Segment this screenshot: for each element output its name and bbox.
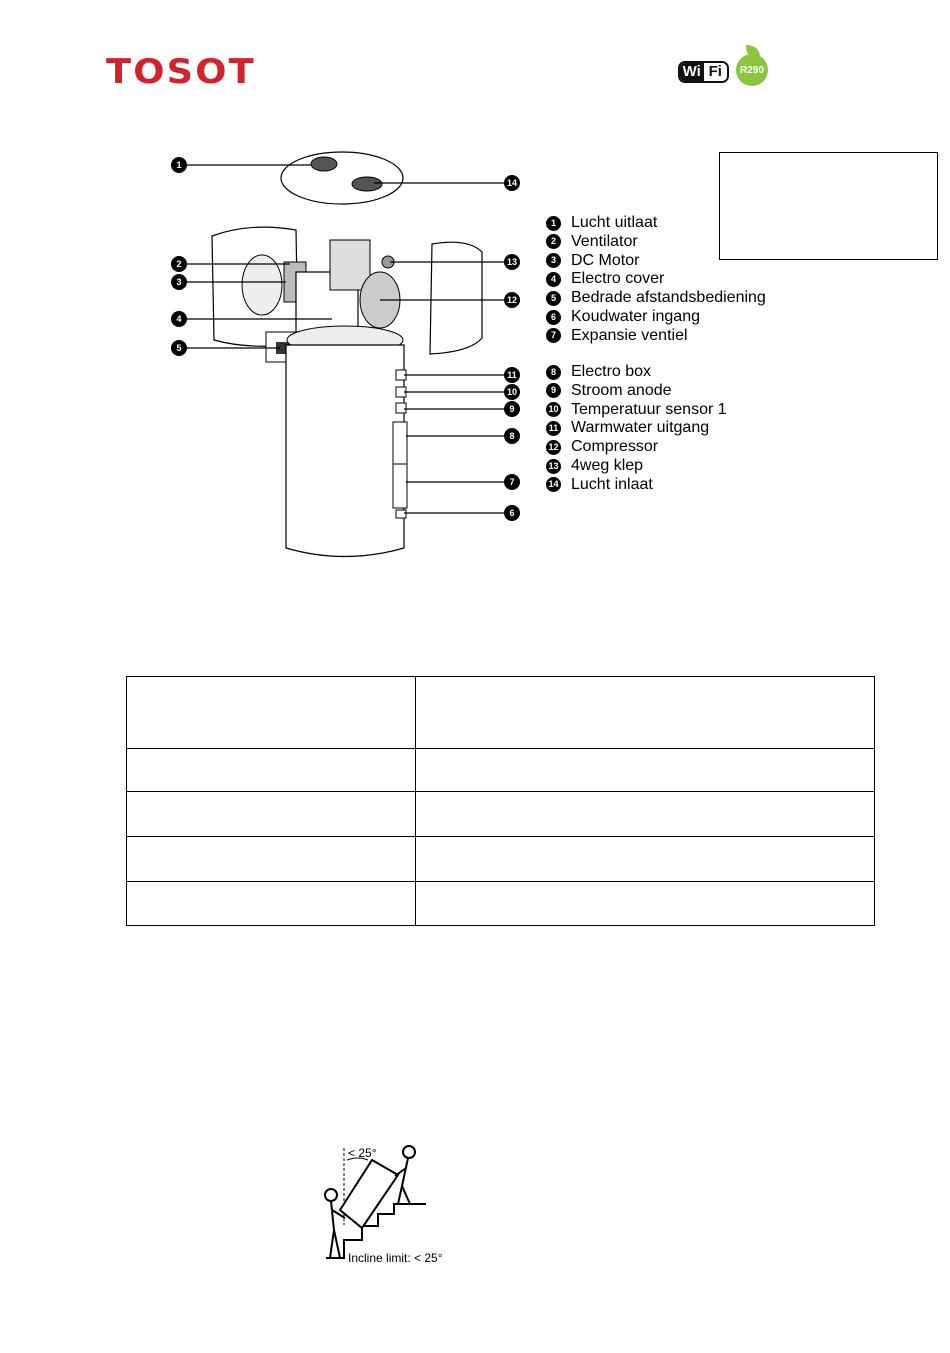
- control-box: [329, 239, 371, 291]
- callout-bubble: 7: [504, 474, 520, 490]
- person-bottom-head: [324, 1188, 338, 1202]
- person-top-head: [402, 1145, 416, 1159]
- callout-bubble: 9: [504, 401, 520, 417]
- table-cell: [415, 881, 875, 926]
- legend-label: DC Motor: [571, 251, 640, 269]
- callout-bubble: 14: [504, 175, 520, 191]
- fan: [241, 254, 283, 316]
- table-row: [126, 676, 875, 749]
- legend-number: 4: [546, 271, 561, 287]
- air-inlet-grille: [351, 176, 383, 192]
- wifi-badge-left: Wi: [680, 63, 704, 81]
- legend-item: 11 Warmwater uitgang: [546, 419, 709, 438]
- callout-bubble: 5: [171, 340, 187, 356]
- stairs: [326, 1203, 426, 1259]
- legend-number: 9: [546, 383, 561, 399]
- legend-label: Electro cover: [571, 270, 665, 288]
- panel-electro-box: [392, 421, 408, 465]
- legend-number: 12: [546, 439, 561, 455]
- legend-item: 7 Expansie ventiel: [546, 327, 688, 346]
- callout-bubble: 11: [504, 367, 520, 383]
- legend-item: 6 Koudwater ingang: [546, 308, 700, 327]
- legend-item: 3 DC Motor: [546, 252, 639, 271]
- spec-table: [126, 676, 875, 926]
- legend-label: Lucht uitlaat: [571, 214, 658, 231]
- top-lid: [280, 151, 404, 205]
- legend-label: Ventilator: [571, 232, 638, 250]
- legend-number: 14: [546, 477, 561, 493]
- blank-frame: [719, 152, 938, 260]
- callout-bubble: 8: [504, 428, 520, 444]
- legend-item: 4 Electro cover: [546, 270, 664, 289]
- legend-item: 12 Compressor: [546, 438, 658, 457]
- legend-number: 11: [546, 420, 561, 436]
- table-cell: [415, 748, 875, 792]
- wifi-badge-right: Fi: [703, 63, 727, 81]
- legend-label: Warmwater uitgang: [571, 419, 710, 437]
- legend-label: Expansie ventiel: [571, 326, 688, 344]
- air-outlet-grille: [310, 156, 338, 172]
- callout-bubble: 2: [171, 256, 187, 272]
- legend-item: 9 Stroom anode: [546, 382, 672, 401]
- legend-label: Koudwater ingang: [571, 308, 700, 325]
- callout-bubble: 12: [504, 292, 520, 308]
- brand-logo: TOSOT: [106, 52, 256, 92]
- table-row: [126, 881, 875, 926]
- table-cell: [126, 791, 416, 837]
- legend-number: 6: [546, 309, 561, 325]
- table-cell: [126, 881, 416, 926]
- legend-number: 10: [546, 402, 561, 418]
- leader-lines: [186, 164, 505, 514]
- legend-item: 13 4weg klep: [546, 457, 643, 476]
- callout-bubble: 4: [171, 311, 187, 327]
- legend-label: Electro box: [571, 363, 652, 380]
- table-cell: [415, 791, 875, 837]
- legend-label: Temperatuur sensor 1: [571, 400, 727, 418]
- angle-label: < 25°: [348, 1146, 377, 1160]
- table-cell: [415, 836, 875, 882]
- tilted-unit: [338, 1158, 400, 1230]
- incline-caption: Incline limit: < 25°: [348, 1251, 443, 1265]
- incline-limit-figure: < 25° Incline limit: < 25°: [324, 1145, 443, 1265]
- table-cell: [126, 836, 416, 882]
- port-anode: [395, 402, 407, 414]
- legend-item: 1 Lucht uitlaat: [546, 214, 657, 233]
- r290-badge: R290: [736, 54, 768, 86]
- table-cell: [415, 676, 875, 749]
- callout-bubble: 13: [504, 254, 520, 270]
- panel-expansion-valve: [392, 463, 408, 509]
- legend-item: 14 Lucht inlaat: [546, 476, 653, 495]
- table-row: [126, 748, 875, 792]
- legend-item: 5 Bedrade afstandsbediening: [546, 289, 766, 308]
- water-tank: [285, 344, 405, 558]
- legend-number: 13: [546, 458, 561, 474]
- right-shell: [429, 241, 483, 355]
- wifi-badge: Wi Fi: [678, 61, 729, 83]
- legend-item: 10 Temperatuur sensor 1: [546, 401, 727, 420]
- table-cell: [126, 748, 416, 792]
- table-cell: [126, 676, 416, 749]
- legend-label: 4weg klep: [571, 457, 644, 474]
- legend-number: 1: [546, 215, 561, 231]
- legend-label: Stroom anode: [571, 381, 672, 399]
- legend-number: 8: [546, 364, 561, 380]
- legend-item: 8 Electro box: [546, 363, 651, 382]
- port-cold-water: [395, 509, 407, 519]
- legend-label: Compressor: [571, 438, 659, 456]
- legend-label: Lucht inlaat: [571, 475, 653, 493]
- legend-label: Bedrade afstandsbediening: [571, 289, 766, 307]
- callout-bubble: 10: [504, 384, 520, 400]
- callout-bubble: 1: [171, 157, 187, 173]
- legend-item: 2 Ventilator: [546, 233, 638, 252]
- exploded-unit-diagram: [186, 151, 505, 558]
- table-row: [126, 791, 875, 837]
- table-row: [126, 836, 875, 882]
- legend-number: 3: [546, 253, 561, 269]
- callout-bubble: 3: [171, 274, 187, 290]
- legend-number: 5: [546, 290, 561, 306]
- legend-number: 2: [546, 234, 561, 250]
- legend-number: 7: [546, 328, 561, 344]
- callout-bubble: 6: [504, 505, 520, 521]
